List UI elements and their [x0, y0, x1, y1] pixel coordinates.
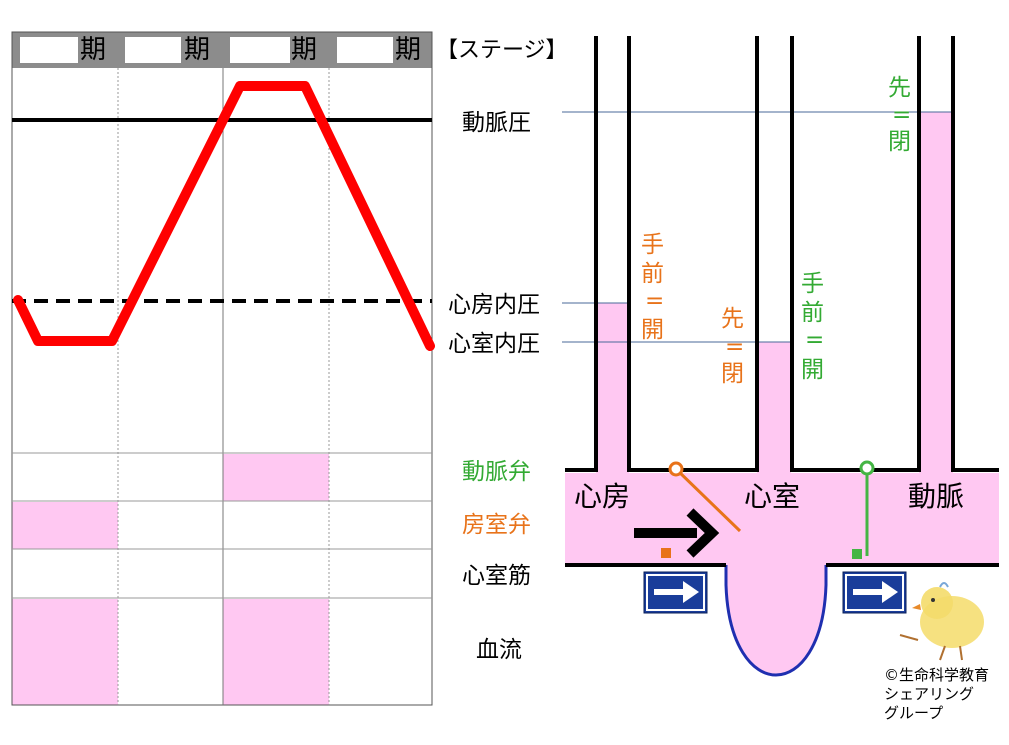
artery-label: 動脈 [908, 480, 964, 513]
av-valve-hinge [668, 461, 684, 477]
svg-text:©生命科学教育: ©生命科学教育 [884, 666, 989, 684]
svg-text:シェアリング: シェアリング [884, 685, 974, 703]
svg-text:閉: 閉 [888, 129, 911, 155]
main-chamber-fill [565, 473, 999, 565]
phase-label-4[interactable]: 期 [395, 35, 421, 65]
ventricular-pressure-label: 心室内圧 [448, 331, 540, 357]
cell-bloodflow-1 [12, 599, 118, 705]
atrium-label: 心房 [574, 480, 630, 513]
arterial-valve-hinge [859, 460, 875, 476]
arterial-valve-stop [852, 549, 862, 559]
av-valve-flap [674, 467, 742, 533]
svg-text:グループ: グループ [884, 704, 943, 722]
av-valve-note-far-closed: 先 = 閉 [721, 306, 744, 387]
arterial-valve-note-far-closed: 先 = 閉 [888, 75, 911, 155]
row-labels: 動脈弁 房室弁 心室筋 血流 [462, 459, 531, 663]
phase-header-row: 期 期 期 期 [12, 32, 432, 68]
cell-arterial-valve-3 [223, 454, 329, 501]
svg-text:開: 開 [641, 317, 664, 343]
cell-av-valve-1 [12, 502, 118, 549]
arterial-valve-note-near-open: 手 前 = 開 [801, 271, 824, 383]
av-valve-stop [661, 548, 671, 558]
row-label-blood-flow: 血流 [476, 637, 522, 663]
artery-tube-fill [919, 112, 953, 473]
svg-text:先: 先 [888, 75, 911, 101]
svg-text:=: = [725, 334, 744, 360]
stage-header: 【ステージ】 [436, 38, 568, 63]
svg-text:=: = [805, 327, 824, 353]
stage-cells [12, 454, 329, 705]
svg-text:前: 前 [801, 300, 824, 326]
ventricular-pressure-curve [13, 81, 435, 351]
svg-text:手: 手 [641, 232, 664, 258]
row-label-av-valve: 房室弁 [462, 512, 531, 538]
row-label-arterial-valve: 動脈弁 [462, 459, 531, 485]
svg-text:開: 開 [801, 357, 824, 383]
row-label-ventricular-muscle: 心室筋 [462, 563, 531, 589]
credit-text: ©生命科学教育 シェアリング グループ [884, 666, 989, 722]
svg-text:閉: 閉 [721, 361, 744, 387]
vessel-walls [565, 36, 999, 567]
svg-text:先: 先 [721, 306, 744, 332]
flow-arrow-icon [634, 508, 720, 558]
svg-text:前: 前 [641, 261, 664, 287]
atrial-pressure-label: 心房内圧 [448, 292, 540, 318]
phase-label-2[interactable]: 期 [184, 35, 210, 65]
phase-label-3[interactable]: 期 [291, 35, 317, 65]
phase-label-1[interactable]: 期 [80, 35, 106, 65]
av-valve-note-near-open: 手 前 = 開 [641, 232, 664, 343]
ventricle-label: 心室 [744, 480, 800, 513]
ventricle-pouch [726, 565, 826, 676]
aortic-pressure-label: 動脈圧 [462, 110, 531, 136]
svg-text:=: = [892, 102, 911, 128]
atrium-tube-fill [596, 303, 629, 473]
table-grid [11, 31, 433, 706]
cell-bloodflow-3 [223, 599, 329, 705]
svg-text:手: 手 [801, 271, 824, 297]
svg-text:=: = [645, 288, 664, 314]
direction-sign-icon-left [643, 571, 708, 614]
chick-mascot-icon [899, 582, 984, 661]
direction-sign-icon-right [842, 571, 907, 614]
ventricle-tube-fill [757, 342, 791, 473]
